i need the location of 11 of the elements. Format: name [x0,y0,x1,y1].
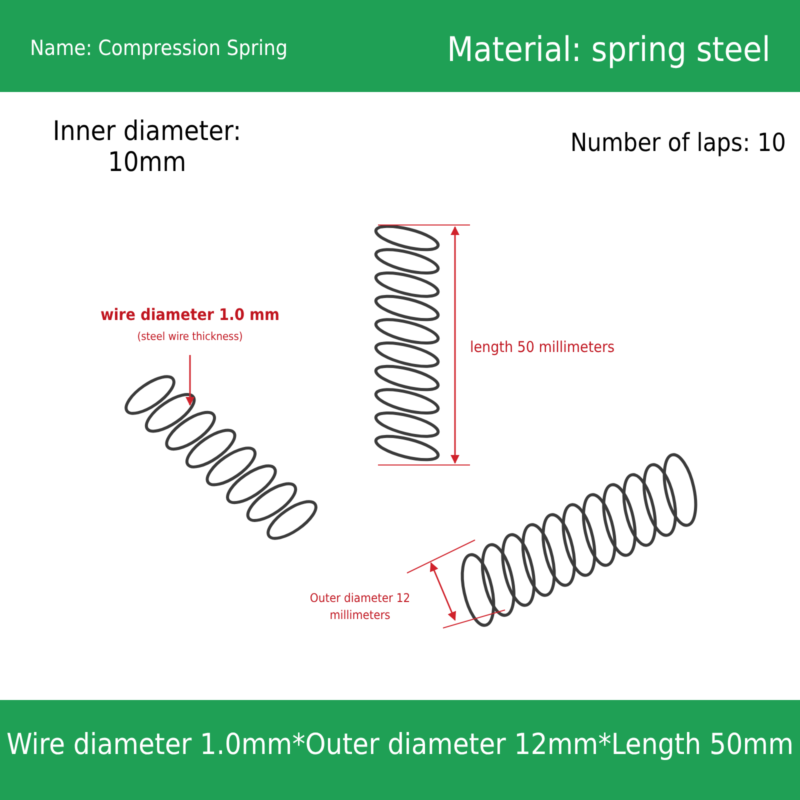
spring-drawing [124,375,318,540]
callout-text: wire diameter 1.0 mm [99,305,281,324]
leader-line [186,355,194,406]
product-name: Name: Compression Spring [30,36,288,60]
caption: Wire diameter 1.0mm*Outer diameter 12mm*Length 50mm [6,727,794,761]
callout-note: (steel wire thickness) [136,330,244,343]
material-heading: Material: spring steel [447,30,770,70]
dimension-label: length 50 millimeters [470,338,615,356]
laps-label: Number of laps: 10 [570,128,786,157]
inner-diameter-label: Inner diameter: 10mm [52,116,242,178]
dimension-label: Outer diameter 12 millimeters [308,590,412,624]
